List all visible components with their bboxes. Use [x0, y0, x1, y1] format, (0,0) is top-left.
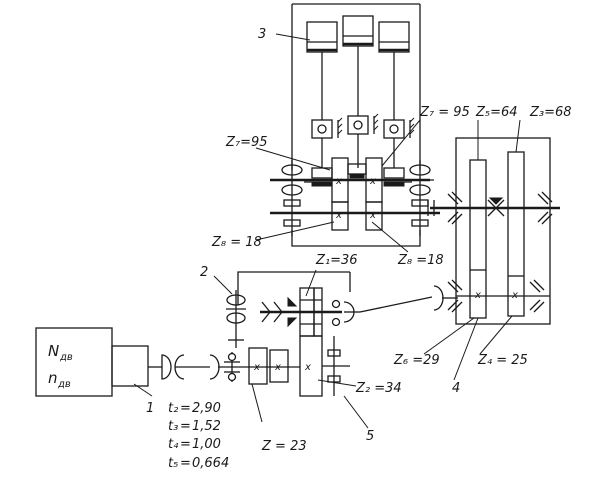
ratio-t5-value: 0,664: [192, 456, 229, 471]
engine-cylinders-housing: [291, 3, 421, 150]
label-z8-right: Z₈ =18: [397, 253, 444, 268]
svg-text:=: =: [180, 437, 191, 452]
cardan-shaft: [359, 285, 458, 313]
svg-text:=: =: [180, 456, 191, 471]
gear-mark: x: [335, 176, 342, 187]
gear-mark: x: [369, 176, 376, 187]
crank-left: [304, 167, 333, 187]
part-label-1: 1: [146, 401, 154, 416]
label-z7-left: Z₇=95: [225, 135, 268, 150]
gear-mark: x: [369, 210, 376, 221]
svg-text:=: =: [180, 419, 191, 434]
ratio-t2-value: 2,90: [192, 401, 221, 416]
ratio-t2-name: t₂: [168, 401, 178, 416]
label-z4: Z₄ = 25: [477, 353, 528, 368]
ratio-t3-name: t₃: [168, 419, 178, 434]
gear-z5-z6: x: [469, 159, 487, 319]
label-z-input: Z = 23: [261, 439, 307, 454]
ratio-t5-name: t₅: [168, 456, 178, 471]
engine-power-symbol: N: [48, 342, 59, 360]
gearbox-main-shaft: [260, 296, 342, 328]
label-z8-left: Z₈ = 18: [211, 235, 262, 250]
svg-text:=: =: [180, 401, 191, 416]
piston-3: [378, 21, 410, 168]
piston-2: [342, 15, 374, 168]
crosshead-supports: [337, 113, 415, 138]
part-label-5: 5: [366, 429, 374, 444]
final-drive-bearings: [447, 191, 553, 313]
label-z5: Z₅=64: [475, 105, 518, 120]
gearbox-output-bearing: [331, 299, 360, 327]
upper-right-bearings: [406, 160, 434, 236]
final-drive-shaft: [427, 200, 560, 216]
gear-tooth-labels: Z₇=95 Z₇ = 95 Z₅=64 Z₃=68 Z₈ = 18 Z₈ =18…: [211, 105, 572, 454]
label-z2: Z₂ =34: [355, 381, 402, 396]
gear-z3-z4: x: [507, 151, 525, 317]
part-label-2: 2: [200, 265, 208, 280]
input-gear-pair: x x: [248, 347, 289, 385]
gear-mark: x: [253, 362, 260, 373]
upper-left-bearings: [278, 160, 306, 236]
gear-mark: x: [335, 210, 342, 221]
ratio-t4-value: 1,00: [192, 437, 221, 452]
label-z3: Z₃=68: [529, 105, 572, 120]
gear-ratio-list: t₂ = 2,90 t₃ = 1,52 t₄ = 1,00 t₅ = 0,664: [168, 401, 229, 471]
final-drive-housing: [455, 137, 551, 325]
crank-right: [383, 167, 412, 187]
piston-1: [306, 21, 338, 168]
engine-speed-subscript: дв: [57, 379, 71, 390]
leader-lines: [133, 33, 521, 429]
part-labels: 3 2 1 4 5: [146, 27, 460, 444]
gearbox-input-bearing: [224, 352, 240, 382]
final-drive-synchronizer: [487, 197, 505, 217]
crank-middle: [347, 163, 367, 179]
gear-z8-right: x: [365, 201, 383, 231]
label-z1: Z₁=36: [315, 253, 358, 268]
label-z7-right: Z₇ = 95: [419, 105, 470, 120]
engine-block: N дв n дв: [35, 327, 149, 397]
gear-z8-left: x: [331, 201, 349, 231]
gearbox-housing: [237, 271, 351, 305]
part-label-3: 3: [258, 27, 266, 42]
gear-mark: x: [304, 362, 311, 373]
gear-mark: x: [274, 362, 281, 373]
ratio-t3-value: 1,52: [192, 419, 221, 434]
part-label-4: 4: [452, 381, 460, 396]
ratio-t4-name: t₄: [168, 437, 179, 452]
gear-z2-block: x: [299, 335, 350, 397]
synchronizer-unit-2: [226, 290, 246, 348]
engine-power-subscript: дв: [59, 352, 73, 363]
label-z6: Z₆ =29: [393, 353, 440, 368]
engine-speed-symbol: n: [48, 369, 58, 387]
